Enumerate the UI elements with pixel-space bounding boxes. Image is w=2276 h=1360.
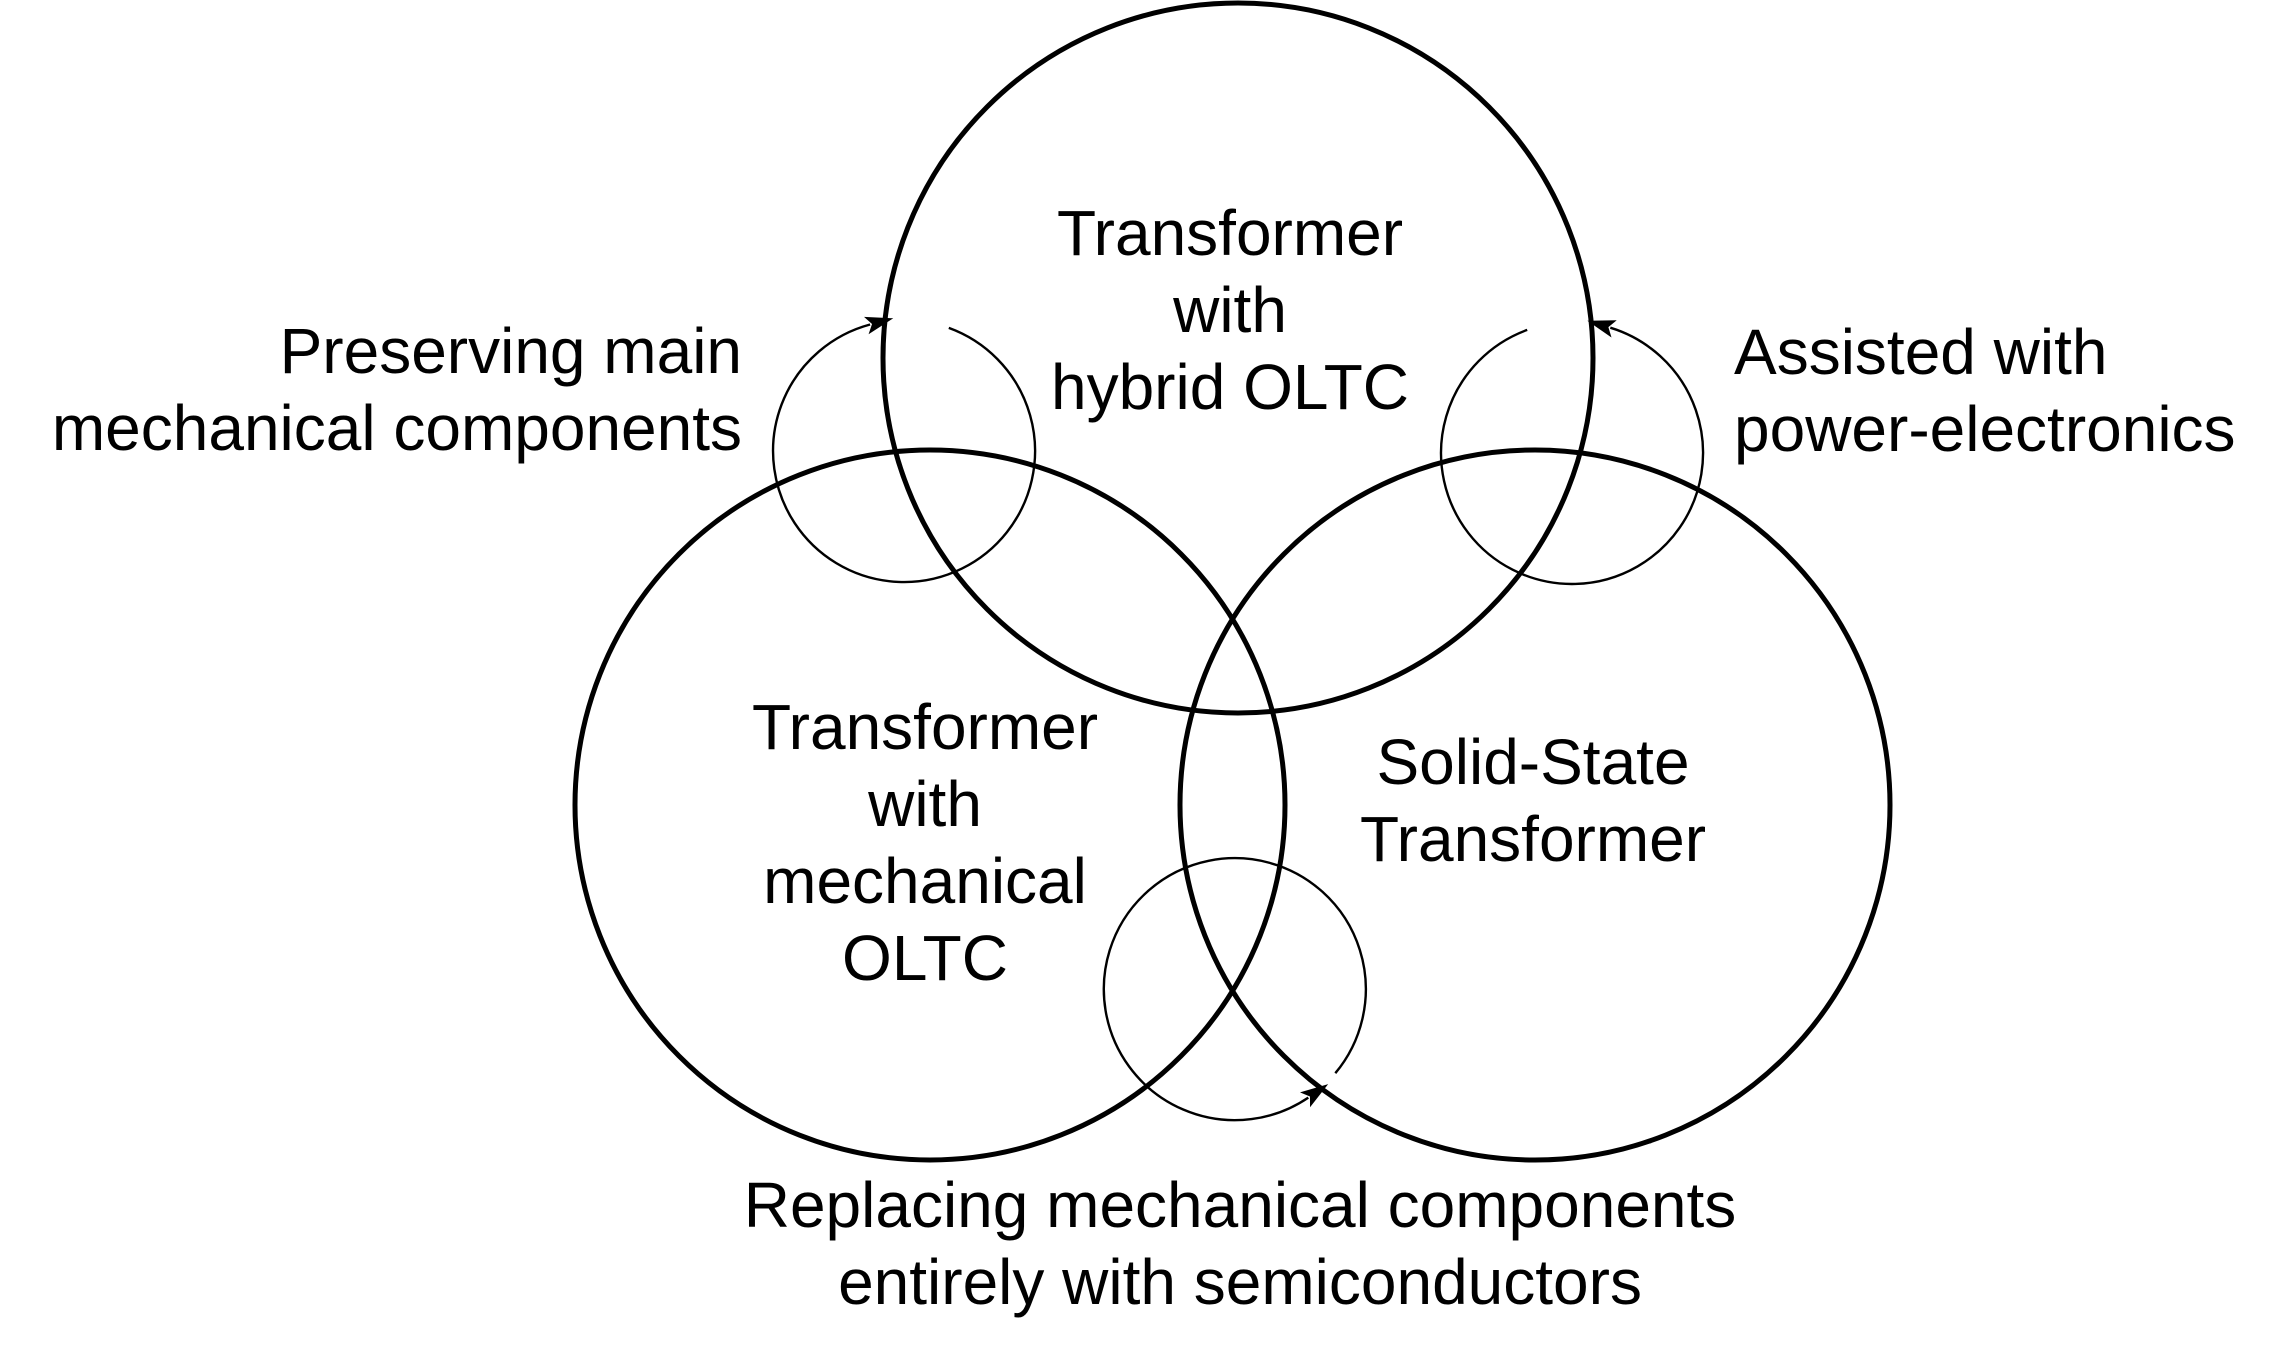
label-line: with bbox=[1173, 274, 1287, 346]
annotation-line: Assisted with bbox=[1734, 316, 2108, 388]
bottom-right-circle-label: Solid-State Transformer bbox=[1360, 724, 1706, 878]
left-annotation: Preserving main mechanical components bbox=[52, 313, 742, 467]
annotation-line: mechanical components bbox=[51, 392, 742, 464]
venn-circle-bottom-right bbox=[1177, 447, 1893, 1163]
right-annotation: Assisted with power-electronics bbox=[1734, 314, 2236, 468]
label-line: Transformer bbox=[751, 691, 1099, 763]
label-line: Transformer bbox=[1056, 197, 1404, 269]
label-line: OLTC bbox=[842, 922, 1008, 994]
label-line: mechanical bbox=[763, 845, 1087, 917]
circular-arrow-right-icon bbox=[1439, 320, 1705, 586]
annotation-line: Preserving main bbox=[279, 315, 742, 387]
bottom-annotation: Replacing mechanical components entirely… bbox=[744, 1167, 1737, 1321]
annotation-line: power-electronics bbox=[1734, 393, 2236, 465]
circular-arrow-left-icon bbox=[771, 316, 1037, 584]
venn-circle-top bbox=[880, 0, 1596, 716]
label-line: Transformer bbox=[1359, 803, 1707, 875]
bottom-left-circle-label: Transformer with mechanical OLTC bbox=[752, 689, 1098, 997]
circular-arrow-bottom-icon bbox=[1102, 856, 1367, 1122]
label-line: Solid-State bbox=[1376, 726, 1690, 798]
venn-circle-bottom-left bbox=[572, 447, 1288, 1163]
top-circle-label: Transformer with hybrid OLTC bbox=[1051, 195, 1409, 426]
label-line: with bbox=[868, 768, 982, 840]
annotation-line: entirely with semiconductors bbox=[838, 1246, 1642, 1318]
label-line: hybrid OLTC bbox=[1050, 351, 1410, 423]
annotation-line: Replacing mechanical components bbox=[743, 1169, 1737, 1241]
